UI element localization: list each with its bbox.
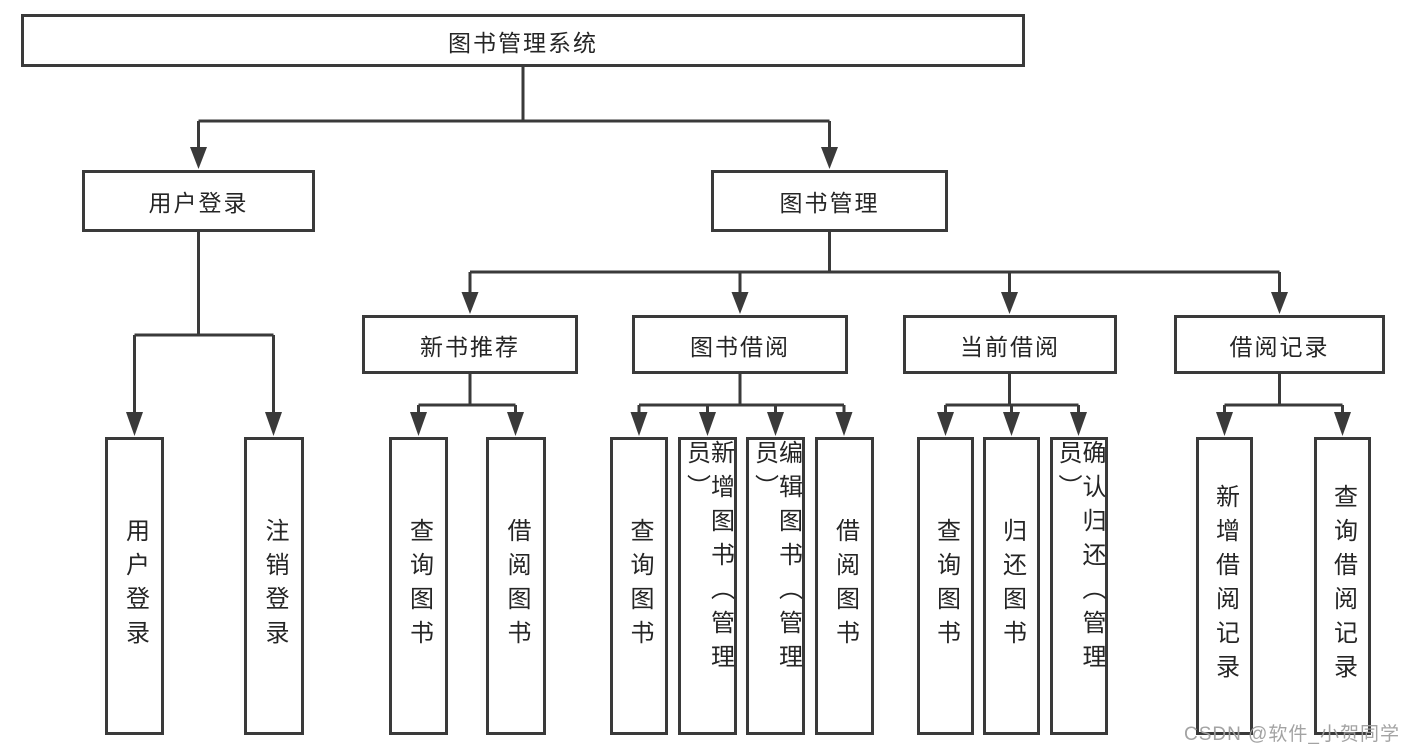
leaf-return-books: 归还图书 bbox=[983, 437, 1040, 735]
leaf-add-book-admin: 新增图书（管理员） bbox=[678, 437, 737, 735]
leaf-query-books-1: 查询图书 bbox=[389, 437, 448, 735]
leaf-add-borrow-record: 新增借阅记录 bbox=[1196, 437, 1253, 735]
connector-book-management-to-level3 bbox=[461, 230, 1288, 314]
leaf-query-books-3-label: 查询图书 bbox=[932, 518, 960, 654]
node-book-management-label: 图书管理 bbox=[779, 190, 880, 216]
node-user-login-label: 用户登录 bbox=[148, 190, 249, 216]
node-current-borrowing: 当前借阅 bbox=[903, 315, 1117, 374]
node-new-book-recommendation-label: 新书推荐 bbox=[420, 333, 520, 360]
leaf-edit-book-admin: 编辑图书（管理员） bbox=[746, 437, 805, 735]
leaf-query-borrow-record-label: 查询借阅记录 bbox=[1329, 484, 1357, 688]
leaf-borrow-books-2-label: 借阅图书 bbox=[831, 518, 859, 654]
leaf-borrow-books-2: 借阅图书 bbox=[815, 437, 874, 735]
leaf-query-books-3: 查询图书 bbox=[917, 437, 974, 735]
connector-new-book-recommendation-to-leaves bbox=[410, 372, 524, 436]
node-book-borrowing-label: 图书借阅 bbox=[690, 333, 790, 360]
node-new-book-recommendation: 新书推荐 bbox=[362, 315, 578, 374]
leaf-confirm-return-admin: 确认归还（管理员） bbox=[1050, 437, 1108, 735]
connector-borrowing-records-to-leaves bbox=[1216, 372, 1351, 436]
node-book-borrowing: 图书借阅 bbox=[632, 315, 848, 374]
node-user-login: 用户登录 bbox=[82, 170, 315, 232]
connector-current-borrowing-to-leaves bbox=[937, 372, 1087, 436]
leaf-borrow-books-1-label: 借阅图书 bbox=[503, 518, 530, 654]
leaf-query-books-1-label: 查询图书 bbox=[405, 518, 433, 654]
connector-book-borrowing-to-leaves bbox=[630, 372, 853, 436]
leaf-add-borrow-record-label: 新增借阅记录 bbox=[1211, 484, 1239, 688]
watermark-text: CSDN @软件_小贺同学 bbox=[1184, 724, 1400, 745]
node-root: 图书管理系统 bbox=[21, 14, 1025, 67]
node-book-management: 图书管理 bbox=[711, 170, 948, 232]
leaf-user-login: 用户登录 bbox=[105, 437, 164, 735]
leaf-query-books-2-label: 查询图书 bbox=[626, 518, 653, 654]
leaf-query-books-2: 查询图书 bbox=[610, 437, 668, 735]
node-borrowing-records-label: 借阅记录 bbox=[1229, 333, 1330, 360]
leaf-user-login-label: 用户登录 bbox=[121, 518, 149, 654]
leaf-borrow-books-1: 借阅图书 bbox=[486, 437, 546, 735]
node-root-label: 图书管理系统 bbox=[448, 29, 598, 56]
leaf-confirm-return-admin-label: 确认归还（管理员） bbox=[1054, 440, 1105, 678]
connector-root-to-level2 bbox=[190, 65, 838, 169]
node-borrowing-records: 借阅记录 bbox=[1174, 315, 1385, 374]
leaf-add-book-admin-label: 新增图书（管理员） bbox=[682, 440, 734, 678]
leaf-logout-label: 注销登录 bbox=[261, 518, 288, 654]
leaf-logout: 注销登录 bbox=[244, 437, 304, 735]
leaf-return-books-label: 归还图书 bbox=[998, 518, 1026, 654]
node-current-borrowing-label: 当前借阅 bbox=[960, 333, 1060, 360]
connector-user-login-to-leaves bbox=[126, 230, 282, 436]
leaf-edit-book-admin-label: 编辑图书（管理员） bbox=[750, 440, 802, 678]
leaf-query-borrow-record: 查询借阅记录 bbox=[1314, 437, 1371, 735]
